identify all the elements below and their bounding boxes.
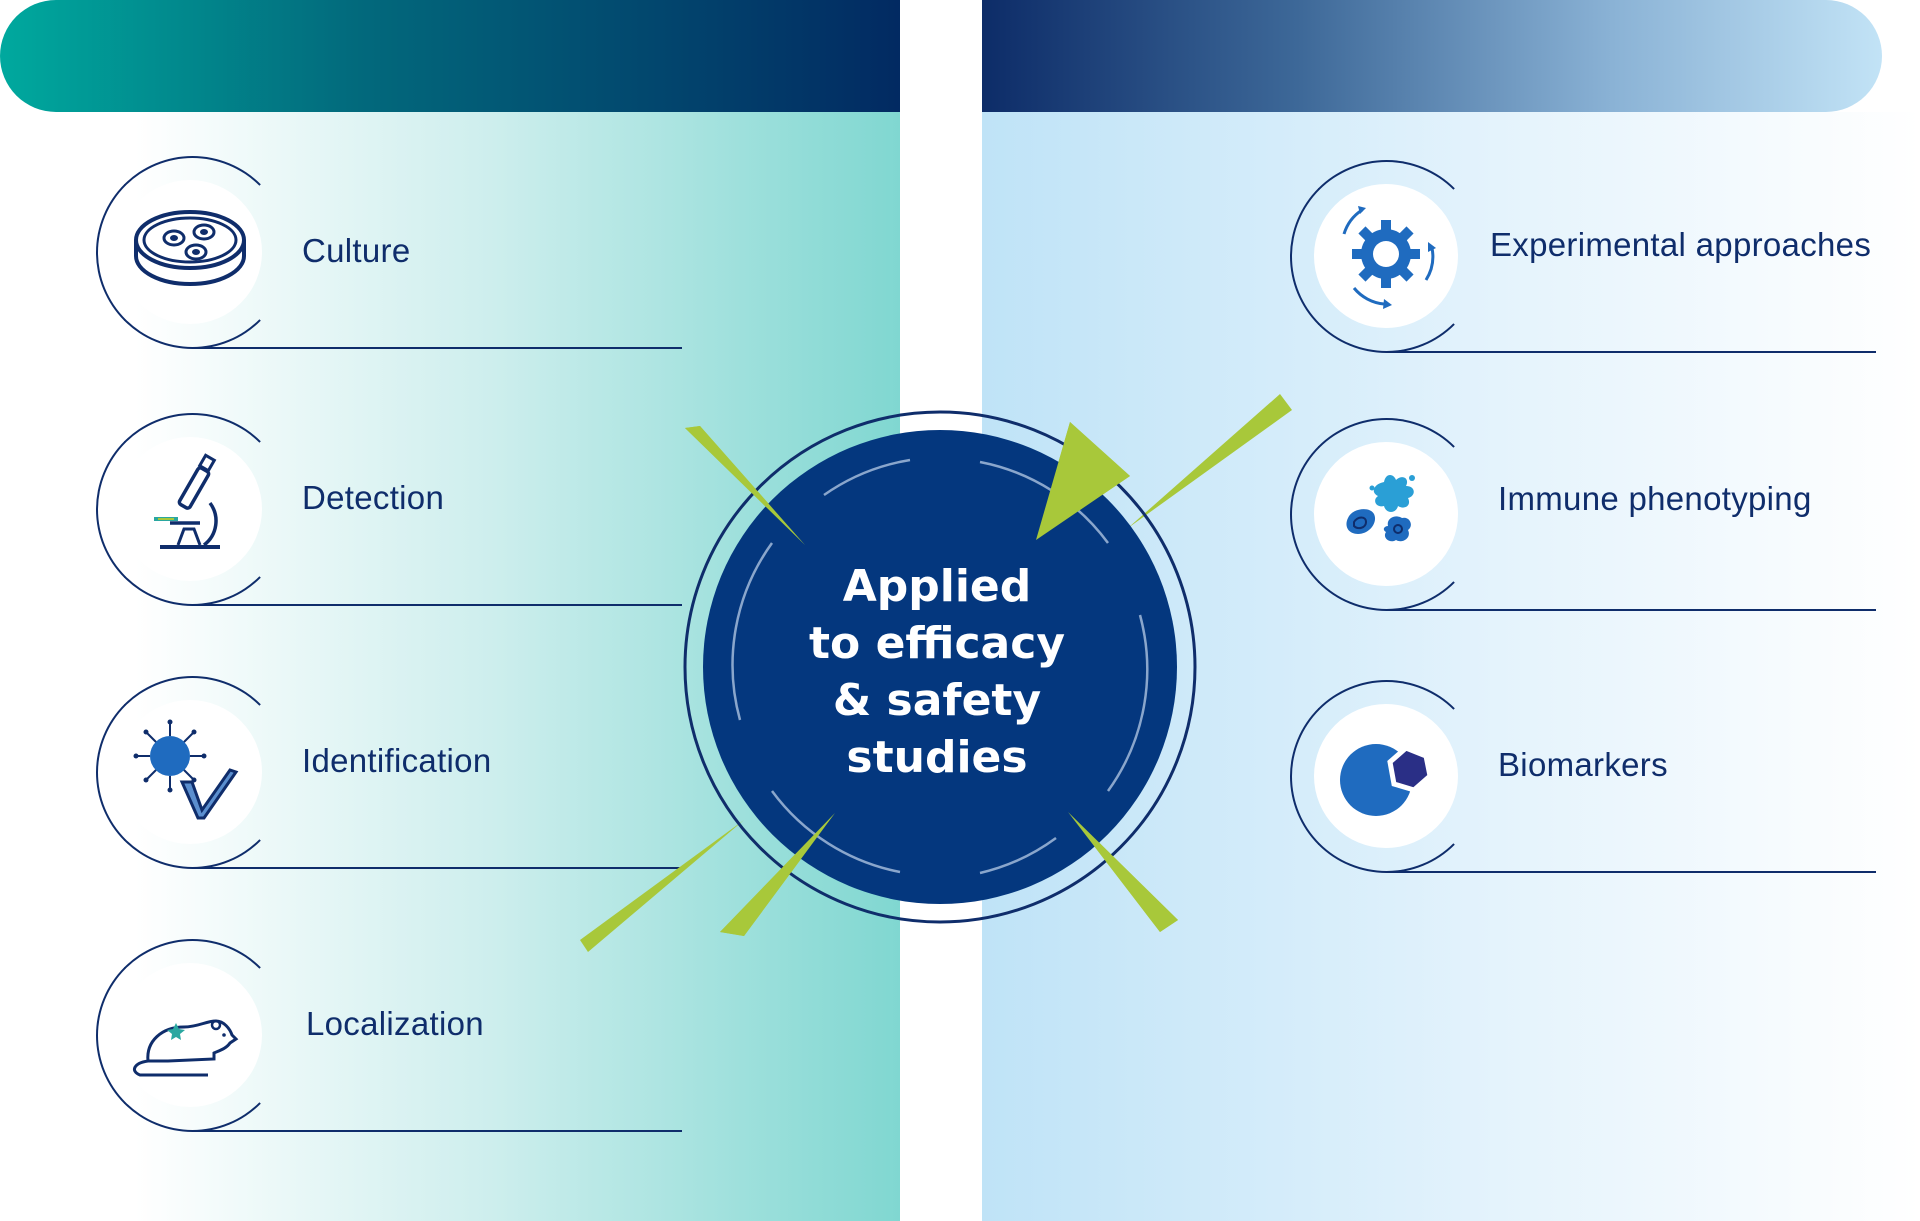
green-spike (720, 813, 835, 936)
item-localization: Localization (96, 939, 682, 1132)
icon-disc (118, 180, 262, 324)
icon-disc (118, 437, 262, 581)
green-spike (1068, 812, 1178, 932)
icon-disc (1314, 704, 1458, 848)
item-experimental-approaches: Experimental approaches (1290, 160, 1876, 353)
item-underline (192, 1130, 682, 1132)
item-underline (1386, 351, 1876, 353)
green-spike (685, 426, 805, 545)
center-title-line: to efficacy (808, 618, 1066, 669)
green-spike (580, 820, 744, 952)
icon-disc (1314, 442, 1458, 586)
item-culture: Culture (96, 156, 682, 349)
item-label: Culture (302, 232, 411, 269)
center-title-line: studies (846, 732, 1028, 783)
item-underline (192, 347, 682, 349)
immune-cells-icon (1346, 475, 1415, 542)
green-spike (1128, 394, 1292, 528)
center-title-line: Applied (842, 561, 1032, 612)
center-title-line: & safety (832, 675, 1042, 726)
petri-dish-icon (134, 210, 246, 286)
item-underline (192, 867, 682, 869)
item-label: Immune phenotyping (1498, 480, 1812, 517)
right-header-banner (982, 0, 1882, 112)
center-circle (703, 430, 1177, 904)
item-label: Identification (302, 742, 492, 779)
left-header-banner (0, 0, 900, 112)
gear-cycle-icon (1342, 206, 1436, 309)
item-label: Biomarkers (1498, 746, 1668, 783)
inner-arc (731, 542, 774, 721)
item-label: Localization (306, 1005, 484, 1042)
item-underline (192, 604, 682, 606)
microscope-icon (154, 453, 220, 549)
item-underline (1386, 871, 1876, 873)
icon-disc (118, 963, 262, 1107)
center-outer-ring (683, 410, 1197, 924)
mouse-icon (132, 1019, 239, 1077)
item-label: Experimental approaches (1490, 226, 1872, 263)
inner-arc (823, 458, 911, 497)
item-identification: Identification (96, 676, 682, 869)
item-immune-phenotyping: Immune phenotyping (1290, 418, 1876, 611)
icon-disc (1314, 184, 1458, 328)
center-title: Applied to efficacy & safety studies (727, 558, 1147, 786)
item-label: Detection (302, 479, 445, 516)
item-biomarkers: Biomarkers (1290, 680, 1876, 873)
inner-arc (1106, 614, 1149, 792)
virus-check-icon (133, 719, 239, 820)
item-underline (1386, 609, 1876, 611)
item-detection: Detection (96, 413, 682, 606)
icon-disc (118, 700, 262, 844)
center-graphic (580, 394, 1292, 952)
inner-arc (979, 836, 1057, 875)
biomarker-shapes-icon (1340, 744, 1433, 816)
inner-arc (770, 790, 901, 874)
green-spike (1036, 422, 1130, 540)
